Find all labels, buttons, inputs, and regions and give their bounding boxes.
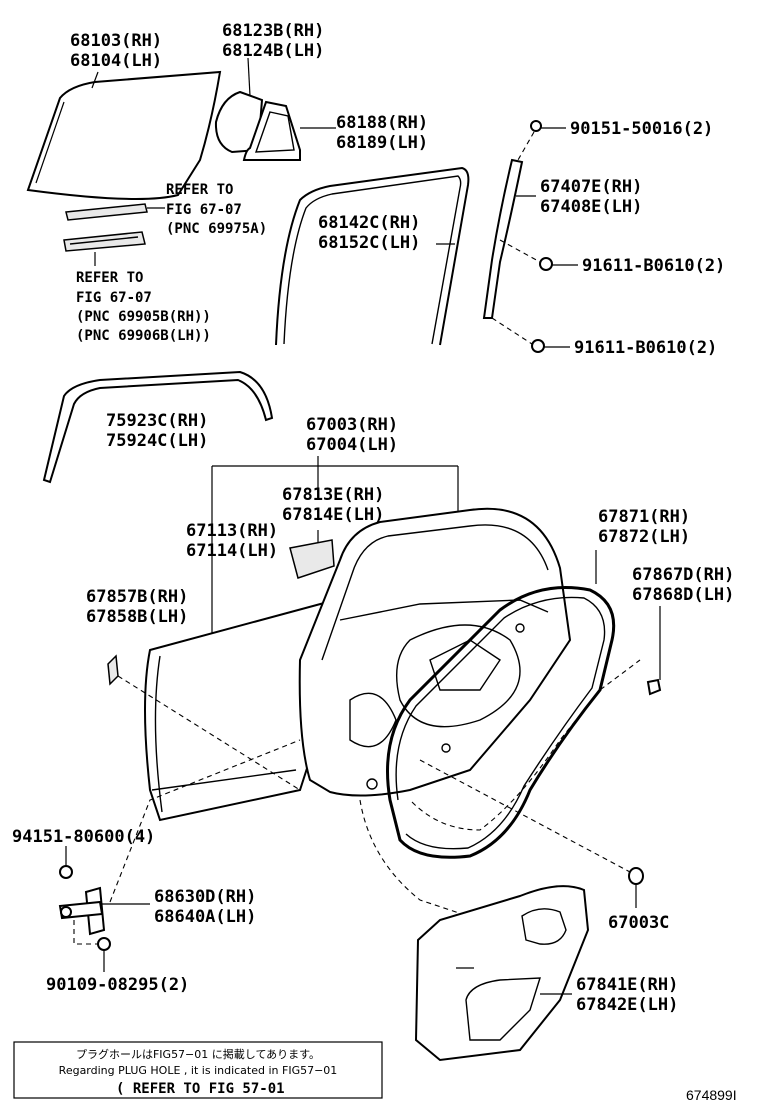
plug-hole-cap xyxy=(628,867,644,885)
label-pad-lh: 67858B(LH) xyxy=(86,607,188,627)
door-glass-run xyxy=(275,166,470,346)
leader-trim-dash xyxy=(359,799,481,921)
belt-weatherstrip-outer xyxy=(65,203,148,221)
label-ref2-c: (PNC 69905B(RH)) xyxy=(76,309,211,325)
label-run-lh: 68152C(LH) xyxy=(318,233,420,253)
clip-top xyxy=(530,120,542,132)
label-door-lh: 67004(LH) xyxy=(306,435,398,455)
label-qseal-rh: 68188(RH) xyxy=(336,113,428,133)
belt-weatherstrip-inner xyxy=(63,231,146,252)
label-run-rh: 68142C(RH) xyxy=(318,213,420,233)
footer-note-box xyxy=(13,1041,383,1099)
label-bolt1: 91611-B0610(2) xyxy=(582,256,725,276)
roof-drip-moulding xyxy=(42,370,274,484)
label-clipw-rh: 67867D(RH) xyxy=(632,565,734,585)
leader-bolt-lower xyxy=(491,317,533,345)
bolt-frame-upper xyxy=(539,257,553,271)
label-qglass-lh: 68124B(LH) xyxy=(222,41,324,61)
label-plug: 67003C xyxy=(608,913,669,933)
label-outer-rh: 67113(RH) xyxy=(186,521,278,541)
label-door-rh: 67003(RH) xyxy=(306,415,398,435)
footer-note-en: Regarding PLUG HOLE , it is indicated in… xyxy=(59,1064,338,1077)
label-pad-rh: 67857B(RH) xyxy=(86,587,188,607)
label-outer-lh: 67114(LH) xyxy=(186,541,278,561)
bolt-frame-lower xyxy=(531,339,545,353)
label-bolt3: 94151-80600(4) xyxy=(12,827,155,847)
label-mould-lh: 75924C(LH) xyxy=(106,431,208,451)
label-qglass-rh: 68123B(RH) xyxy=(222,21,324,41)
leader-bolt-upper xyxy=(499,239,541,263)
label-cover-rh: 67813E(RH) xyxy=(282,485,384,505)
weatherstrip-clip xyxy=(646,678,662,696)
label-clip-top: 90151-50016(2) xyxy=(570,119,713,139)
leader-glass xyxy=(91,71,99,89)
label-ref2-b: FIG 67-07 xyxy=(76,290,152,306)
label-ref2-d: (PNC 69906B(LH)) xyxy=(76,328,211,344)
door-hinge xyxy=(58,865,111,951)
label-mould-rh: 75923C(RH) xyxy=(106,411,208,431)
rear-door-panel xyxy=(298,507,572,797)
label-screw: 90109-08295(2) xyxy=(46,975,189,995)
label-glass-rh: 68103(RH) xyxy=(70,31,162,51)
label-ref1-c: (PNC 69975A) xyxy=(166,221,267,237)
leader-screw-dash xyxy=(73,920,98,945)
label-hinge-rh: 68630D(RH) xyxy=(154,887,256,907)
label-clipw-lh: 67868D(LH) xyxy=(632,585,734,605)
leader-weatherstrip-dash xyxy=(411,659,641,831)
quarter-window-seal xyxy=(242,100,301,161)
label-frame-lh: 67408E(LH) xyxy=(540,197,642,217)
label-cover-lh: 67814E(LH) xyxy=(282,505,384,525)
label-qseal-lh: 68189(LH) xyxy=(336,133,428,153)
label-ref1-b: FIG 67-07 xyxy=(166,202,242,218)
label-ref2-a: REFER TO xyxy=(76,270,143,286)
label-trim-rh: 67841E(RH) xyxy=(576,975,678,995)
door-weatherstrip xyxy=(386,586,616,859)
leader-qglass xyxy=(247,57,251,97)
footer-note-jp: プラグホールはFIG57−01 に掲載してあります。 xyxy=(76,1047,320,1061)
figure-code: 674899I xyxy=(686,1087,737,1103)
quarter-window-glass xyxy=(214,90,264,154)
label-hinge-lh: 68640A(LH) xyxy=(154,907,256,927)
leader-clip-top xyxy=(517,131,535,161)
door-pad xyxy=(107,654,119,686)
leader-plug xyxy=(419,759,631,873)
window-frame-sash xyxy=(482,158,524,319)
label-ref1-a: REFER TO xyxy=(166,182,233,198)
label-bolt2: 91611-B0610(2) xyxy=(574,338,717,358)
label-frame-rh: 67407E(RH) xyxy=(540,177,642,197)
footer-note-ref: ( REFER TO FIG 57-01 xyxy=(116,1081,285,1097)
label-ws-rh: 67871(RH) xyxy=(598,507,690,527)
label-trim-lh: 67842E(LH) xyxy=(576,995,678,1015)
leader-hinge-dash xyxy=(109,739,301,903)
access-hole-cover xyxy=(289,539,335,579)
label-glass-lh: 68104(LH) xyxy=(70,51,162,71)
door-trim-board xyxy=(414,885,590,1062)
label-ws-lh: 67872(LH) xyxy=(598,527,690,547)
rear-door-glass xyxy=(26,70,222,200)
